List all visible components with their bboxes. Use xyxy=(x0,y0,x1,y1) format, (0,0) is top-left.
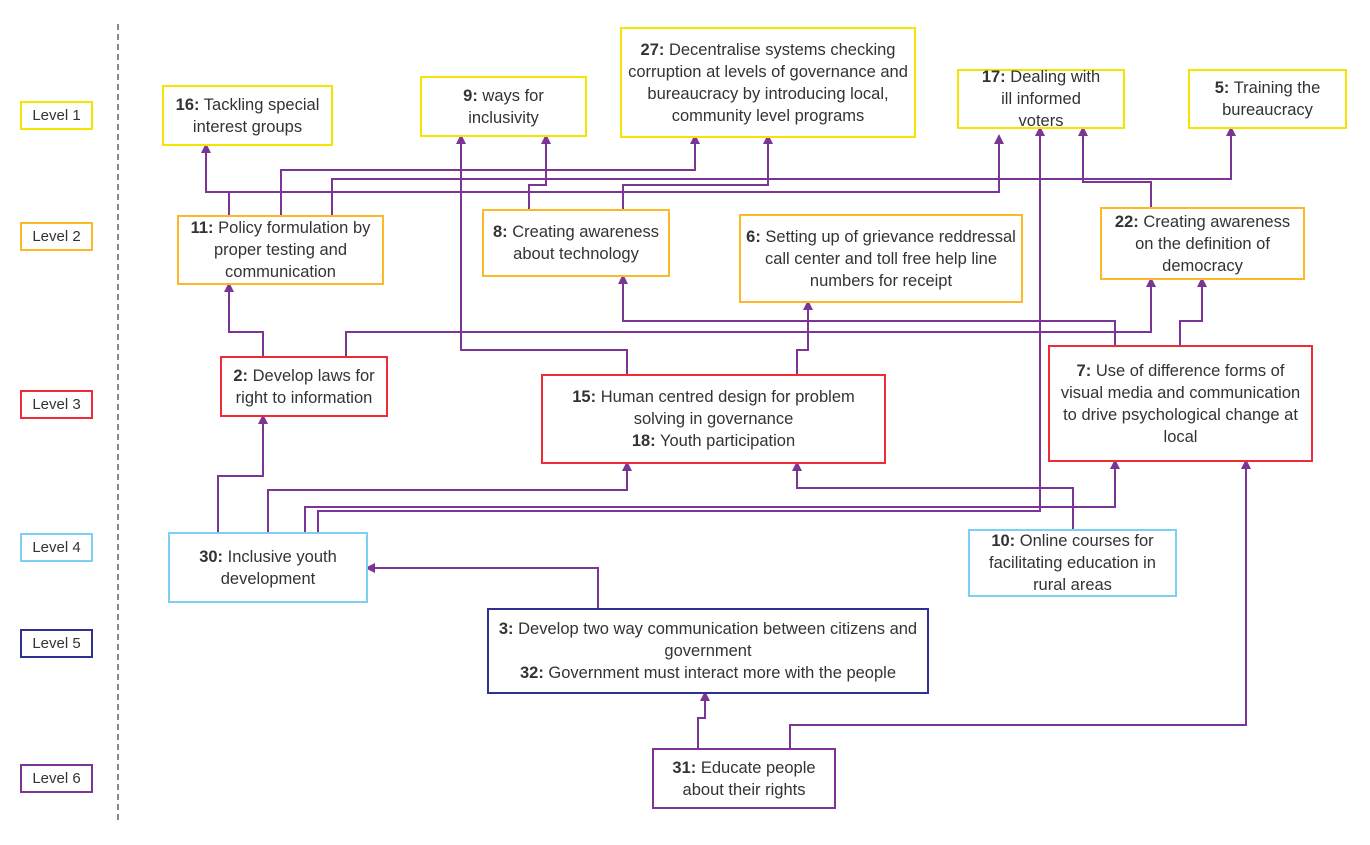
edge-10-15 xyxy=(792,461,1074,529)
edge-11-27 xyxy=(280,134,700,215)
edge-11-17 xyxy=(229,134,1004,193)
level-4-label: Level 4 xyxy=(20,533,93,562)
edge-15-9 xyxy=(456,134,628,374)
edge-11-5 xyxy=(331,126,1236,215)
node-31: 31: Educate people about their rights xyxy=(652,748,836,809)
node-5: 5: Training the bureaucracy xyxy=(1188,69,1347,129)
level-3-label: Level 3 xyxy=(20,390,93,419)
node-17: 17: Dealing with ill informed voters xyxy=(957,68,1125,130)
node-6: 6: Setting up of grievance reddressal ca… xyxy=(739,214,1023,303)
node-16: 16: Tackling special interest groups xyxy=(162,85,333,146)
node-9: 9: ways for inclusivity xyxy=(420,76,587,137)
node-8: 8: Creating awareness about technology xyxy=(482,209,670,277)
edge-30-17 xyxy=(317,126,1045,532)
edge-30-2 xyxy=(217,414,268,532)
edge-30-15 xyxy=(267,461,632,532)
edge-2-22 xyxy=(345,277,1156,356)
level-6-label: Level 6 xyxy=(20,764,93,793)
node-10: 10: Online courses for facilitating educ… xyxy=(968,529,1177,597)
edge-8-9 xyxy=(528,134,551,209)
edge-11-16 xyxy=(201,143,230,215)
node-2: 2: Develop laws for right to information xyxy=(220,356,388,417)
edge-2-11 xyxy=(224,282,264,356)
node-3-32: 3: Develop two way communication between… xyxy=(487,608,929,694)
edge-7-8 xyxy=(618,274,1116,345)
node-15-18: 15: Human centred design for problem sol… xyxy=(541,374,886,464)
level-divider xyxy=(117,24,119,820)
level-2-label: Level 2 xyxy=(20,222,93,251)
node-22: 22: Creating awareness on the definition… xyxy=(1100,207,1305,280)
node-30: 30: Inclusive youth development xyxy=(168,532,368,603)
node-11: 11: Policy formulation by proper testing… xyxy=(177,215,384,285)
edge-7-22 xyxy=(1179,277,1207,345)
edge-30-7 xyxy=(304,459,1120,532)
level-1-label: Level 1 xyxy=(20,101,93,130)
edge-15-6 xyxy=(796,300,813,374)
edge-22-17 xyxy=(1078,126,1152,207)
node-27: 27: Decentralise systems checking corrup… xyxy=(620,27,916,138)
edge-3-30 xyxy=(365,563,599,608)
edge-31-7 xyxy=(789,459,1251,748)
node-7: 7: Use of difference forms of visual med… xyxy=(1048,345,1313,462)
level-5-label: Level 5 xyxy=(20,629,93,658)
edge-31-3 xyxy=(697,691,710,748)
edge-8-27 xyxy=(622,134,773,209)
